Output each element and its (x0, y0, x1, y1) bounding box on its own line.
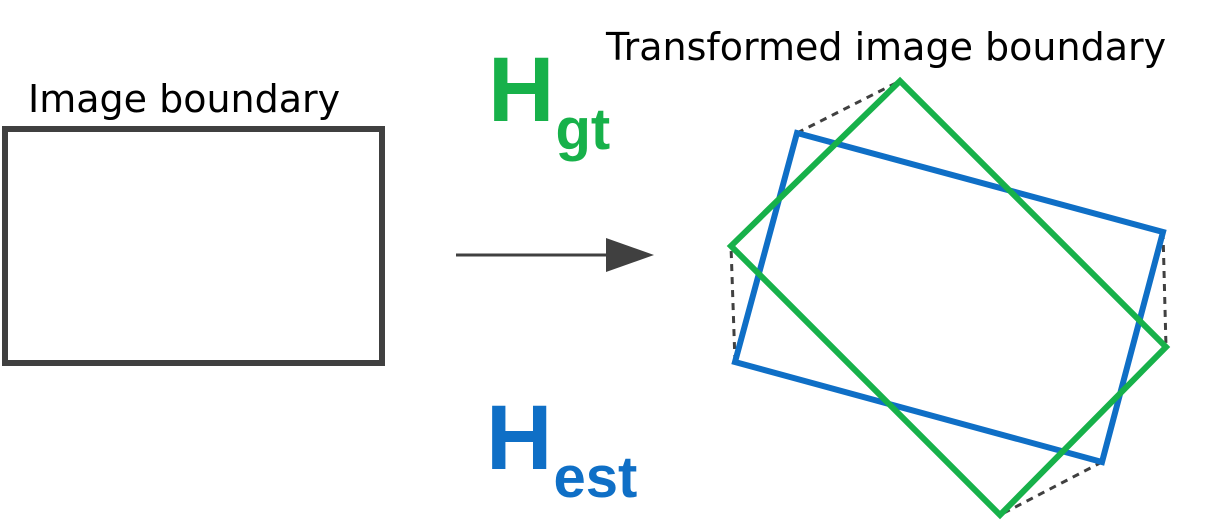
image-boundary-rect (2, 126, 385, 366)
error-line-right (1161, 231, 1168, 348)
transformed-boundary-label: Transformed image boundary (606, 25, 1167, 69)
transform-arrow-head (606, 238, 654, 272)
h-gt-subscript: gt (555, 97, 611, 162)
error-line-top (796, 79, 901, 135)
h-est-symbol: Hest (486, 392, 637, 507)
image-boundary-label: Image boundary (28, 77, 341, 121)
h-gt-symbol: Hgt (488, 44, 610, 159)
ground-truth-boundary-polygon (726, 76, 1171, 520)
corner-error-lines (729, 79, 1168, 517)
h-gt-main: H (488, 39, 555, 141)
error-line-bottom (999, 460, 1103, 517)
h-est-main: H (486, 387, 553, 489)
error-line-left (729, 245, 737, 363)
h-est-subscript: est (553, 445, 638, 510)
estimated-boundary-polygon (731, 129, 1167, 466)
